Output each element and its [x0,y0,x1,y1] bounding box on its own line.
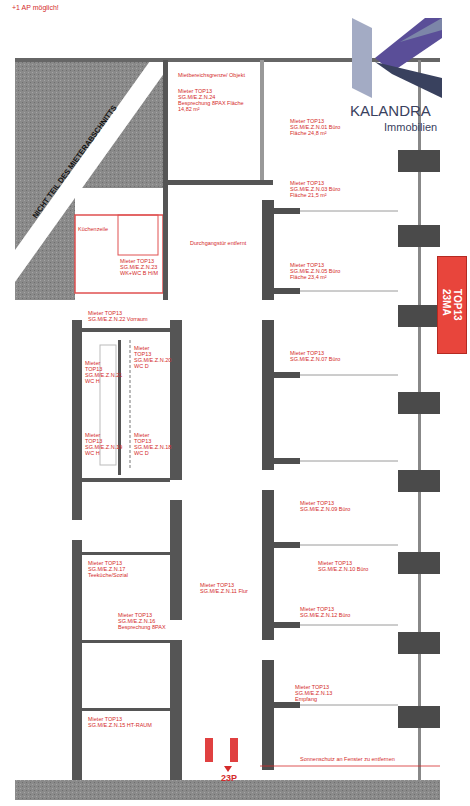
room-label: Mieter TOP13 SG.M/E.Z.N.20 WC D [134,345,168,369]
room-label: Mieter TOP13 SG.M/E.Z.N.18 WC D [134,432,168,456]
room-label: Sonnenschutz an Fenster zu entfernen [300,756,410,762]
room-label: Mieter TOP13 SG.M/E.Z.N.01 Büro Fläche 2… [290,118,350,136]
room-label: Mieter TOP13 SG.M/E.Z.N.17 Teeküche/Sozi… [88,560,158,578]
logo-text: Immobilien [384,121,454,133]
room-label: 23P [221,774,251,784]
room-label: Mieter TOP13 SG.M/E.Z.N.21 WC H [85,360,117,384]
tenant-tag: TOP1323MA [437,256,467,354]
room-label: Mieter TOP13 SG.M/E.Z.N.16 Besprechung 8… [118,612,168,630]
room-label: Durchgangstür entfernt [190,240,250,246]
room-label: Mieter TOP13 SG.M/E.Z.N.22 Vorraum [88,310,158,322]
room-label: +1 AP möglich! [12,4,102,12]
room-label: Mieter TOP13 SG.M/E.Z.N.11 Flur [200,582,256,594]
room-label: Mieter TOP13 SG.M/E.Z.N.09 Büro [300,500,360,512]
room-label: Mieter TOP13 SG.M/E.Z.N.03 Büro Fläche 2… [290,180,350,198]
room-label: Mieter TOP13 SG.M/E.Z.N.15 HT-RAUM [88,716,158,728]
room-label: Mieter TOP13 SG.M/E.Z.N.24 Besprechung 8… [178,88,248,112]
room-label: Mieter TOP13 SG.M/E.Z.N.05 Büro Fläche 2… [290,262,350,280]
room-label: Mieter TOP13 SG.M/E.Z.N.19 WC H [85,432,117,456]
logo-text: KALANDRA [350,103,450,120]
room-label: Mieter TOP13 SG.M/E.Z.N.13 Empfang [295,684,355,702]
room-label: Mieter TOP13 SG.M/E.Z.N.12 Büro [300,606,360,618]
room-label: Mieter TOP13 SG.M/E.Z.N.23 WK+WC B H/M [120,258,160,276]
tag-label: 23MA [441,289,452,321]
tag-text: TOP1323MA [441,289,463,321]
tag-label: TOP13 [452,289,463,321]
room-label: Mieter TOP13 SG.M/E.Z.N.10 Büro [318,560,378,572]
room-label: Küchenzeile [78,226,118,232]
room-label: Mieter TOP13 SG.M/E.Z.N.07 Büro [290,350,350,362]
room-label: Mietbereichsgrenze/ Objekt [178,72,248,78]
